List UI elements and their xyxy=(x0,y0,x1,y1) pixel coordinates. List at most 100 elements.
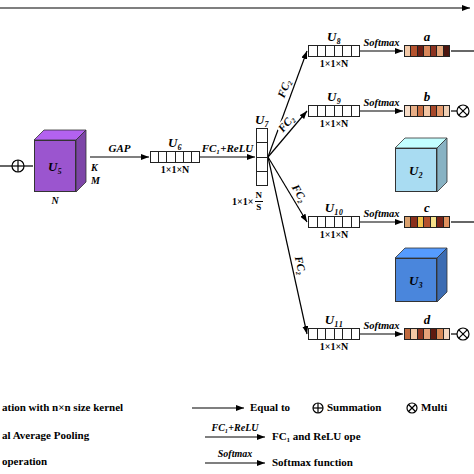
legend-text: Softmax function xyxy=(272,457,353,468)
legend-arrow xyxy=(205,436,265,437)
node-label: U₇ xyxy=(255,113,269,126)
legend-entry: al Average Pooling xyxy=(2,430,89,441)
edge-label: Softmax xyxy=(362,38,400,49)
vector-cells xyxy=(405,329,449,339)
legend-arrow-caption: FC₁+ReLU xyxy=(212,423,259,433)
output-wire xyxy=(451,110,457,111)
legend-text: ation with n×n size kernel xyxy=(2,402,123,413)
vector-cell xyxy=(444,329,449,339)
edge-label: FC₁+ReLU xyxy=(201,143,255,154)
cube-faces xyxy=(395,248,447,302)
vector-cells xyxy=(309,329,359,339)
dimension-label: M xyxy=(91,176,100,186)
output-wire xyxy=(451,221,474,222)
legend-text: Multi xyxy=(421,402,447,413)
connector-arrow xyxy=(360,50,403,51)
legend-text: operation xyxy=(2,456,47,467)
legend-entry: Softmax function xyxy=(272,457,353,468)
vector-cell xyxy=(176,152,184,162)
output-wire xyxy=(451,50,474,51)
vector-cell xyxy=(326,329,335,339)
vector-cell xyxy=(352,106,360,116)
legend-entry: FC₁ and ReLU ope xyxy=(272,431,361,442)
node-label: d xyxy=(424,313,431,326)
feature-vector: U₆1×1×N xyxy=(150,151,200,163)
vector-cell xyxy=(318,106,327,116)
vector-cell xyxy=(309,329,318,339)
cube-faces xyxy=(34,130,86,192)
summation-symbol xyxy=(12,160,24,172)
connector-arrow xyxy=(268,51,307,157)
connector-arrow xyxy=(360,110,403,111)
feature-cube: U₂ xyxy=(395,148,437,192)
legend-entry: Equal to xyxy=(250,402,290,413)
connector-arrow xyxy=(360,333,403,334)
vector-cell xyxy=(326,46,335,56)
feature-vector: U₁₀1×1×N xyxy=(308,216,360,228)
vector-cell xyxy=(444,217,449,227)
vector-cells xyxy=(257,129,267,185)
vector-cell xyxy=(167,152,175,162)
legend-entry: ation with n×n size kernel xyxy=(2,402,123,413)
edge-label: Softmax xyxy=(362,209,400,220)
output-wire xyxy=(451,333,457,334)
dimension-group: 1×1×NS xyxy=(232,191,263,212)
vector-cell xyxy=(352,46,360,56)
legend-text: FC₁ and ReLU ope xyxy=(272,431,361,442)
feature-cube: U₃ xyxy=(395,258,437,302)
edge-label: FC₂ xyxy=(275,112,297,135)
legend-text: Equal to xyxy=(250,402,290,413)
vector-cell xyxy=(343,106,352,116)
vector-cell xyxy=(309,46,318,56)
vector-cells xyxy=(309,217,359,227)
attention-vector: d xyxy=(404,328,450,340)
vector-cell xyxy=(335,217,344,227)
vector-cell xyxy=(257,158,267,172)
vector-cells xyxy=(309,106,359,116)
legend-arrow xyxy=(205,462,265,463)
dimension-label: K xyxy=(91,163,98,173)
edge-label: FC₂ xyxy=(276,77,293,100)
feature-vector: U₁₁1×1×N xyxy=(308,328,360,340)
vector-cell xyxy=(326,217,335,227)
node-label: U₆ xyxy=(168,136,182,149)
vector-cells xyxy=(309,46,359,56)
node-label: b xyxy=(424,90,431,103)
vector-cell xyxy=(159,152,167,162)
legend-arrow xyxy=(192,407,244,408)
attention-vector: b xyxy=(404,105,450,117)
dimension-label: N xyxy=(51,196,58,206)
connector-arrow xyxy=(200,156,255,157)
node-label: c xyxy=(424,201,430,214)
vector-cells xyxy=(405,106,449,116)
vector-cells xyxy=(405,217,449,227)
channel-vector: U₇1×1×NS xyxy=(256,128,268,186)
legend-entry: Multi xyxy=(421,402,447,413)
feature-vector: U₈1×1×N xyxy=(308,45,360,57)
vector-cell xyxy=(352,217,360,227)
connector-arrow xyxy=(90,156,149,157)
node-label: U₁₀ xyxy=(325,201,343,214)
dimension-label: 1×1×N xyxy=(161,165,190,175)
dimension-label: 1×1×N xyxy=(320,119,349,129)
feature-vector: U₉1×1×N xyxy=(308,105,360,117)
dimension-label: 1×1×N xyxy=(320,342,349,352)
vector-cell xyxy=(318,46,327,56)
cube-side-face xyxy=(76,130,86,192)
vector-cell xyxy=(335,46,344,56)
vector-cell xyxy=(318,217,327,227)
connector-arrow xyxy=(268,157,307,334)
legend-multiplication-symbol xyxy=(407,403,417,413)
multiplication-symbol xyxy=(457,105,469,117)
input-wire xyxy=(0,165,12,166)
legend-entry: Summation xyxy=(327,402,381,413)
dimension-label: S xyxy=(256,202,261,212)
vector-cells xyxy=(405,46,449,56)
skip-line xyxy=(0,7,470,8)
node-label: U₉ xyxy=(327,90,341,103)
fraction: NS xyxy=(255,191,264,212)
dimension-label: 1×1×N xyxy=(320,230,349,240)
vector-cell xyxy=(335,106,344,116)
